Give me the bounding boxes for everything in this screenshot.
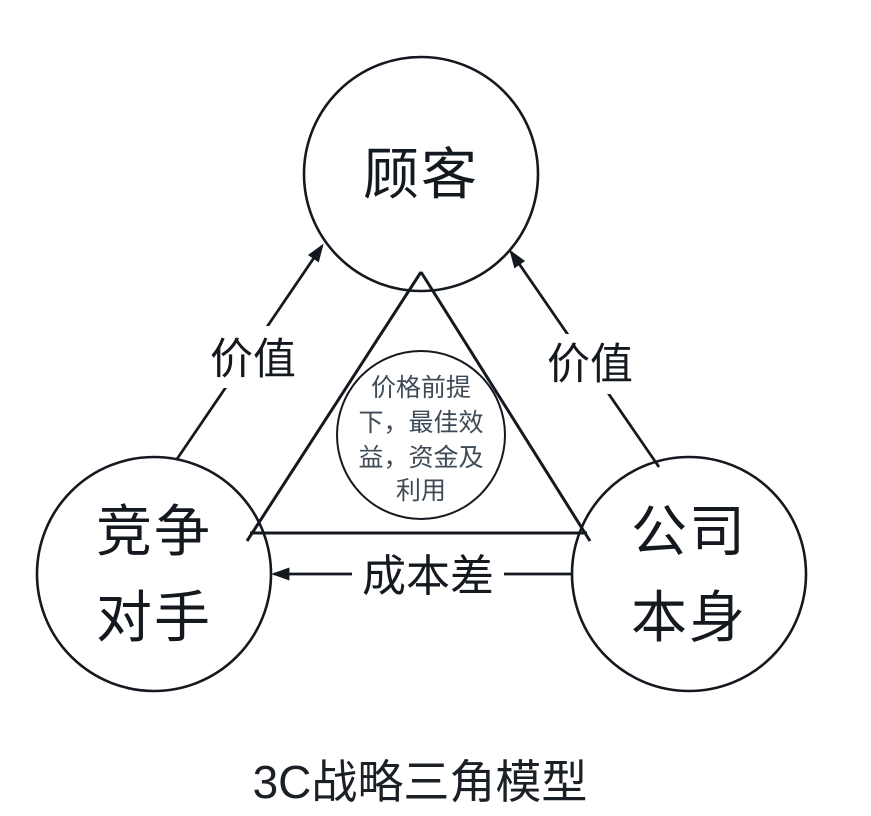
- triangle-left-side: [245, 271, 423, 542]
- value-right-label: 价值: [547, 341, 633, 389]
- customer-label: 顾客: [363, 143, 479, 206]
- value-left-label: 价值: [210, 336, 296, 384]
- value-left-label-mask: [203, 326, 303, 388]
- diagram-title: 3C战略三角模型: [253, 756, 588, 808]
- company-label-line-2: 本身: [631, 586, 747, 649]
- core-label-line-3: 益，资金及: [358, 444, 483, 472]
- customer-circle: [302, 55, 540, 293]
- competitor-circle: [35, 455, 273, 693]
- triangle-right-side: [419, 271, 592, 542]
- company-label-line-1: 公司: [631, 500, 747, 563]
- core-label-line-1: 价格前提: [371, 374, 471, 402]
- core-circle: [336, 350, 506, 520]
- cost-gap-label: 成本差: [362, 552, 494, 601]
- value-right-label-mask: [540, 334, 640, 394]
- cost-label-mask: [352, 551, 504, 598]
- core-label-line-4: 利用: [396, 477, 446, 505]
- competitor-label-line-2: 对手: [96, 586, 212, 649]
- core-label-line-2: 下，最佳效: [358, 409, 483, 437]
- company-circle: [570, 455, 808, 693]
- competitor-label-line-1: 竞争: [96, 500, 212, 563]
